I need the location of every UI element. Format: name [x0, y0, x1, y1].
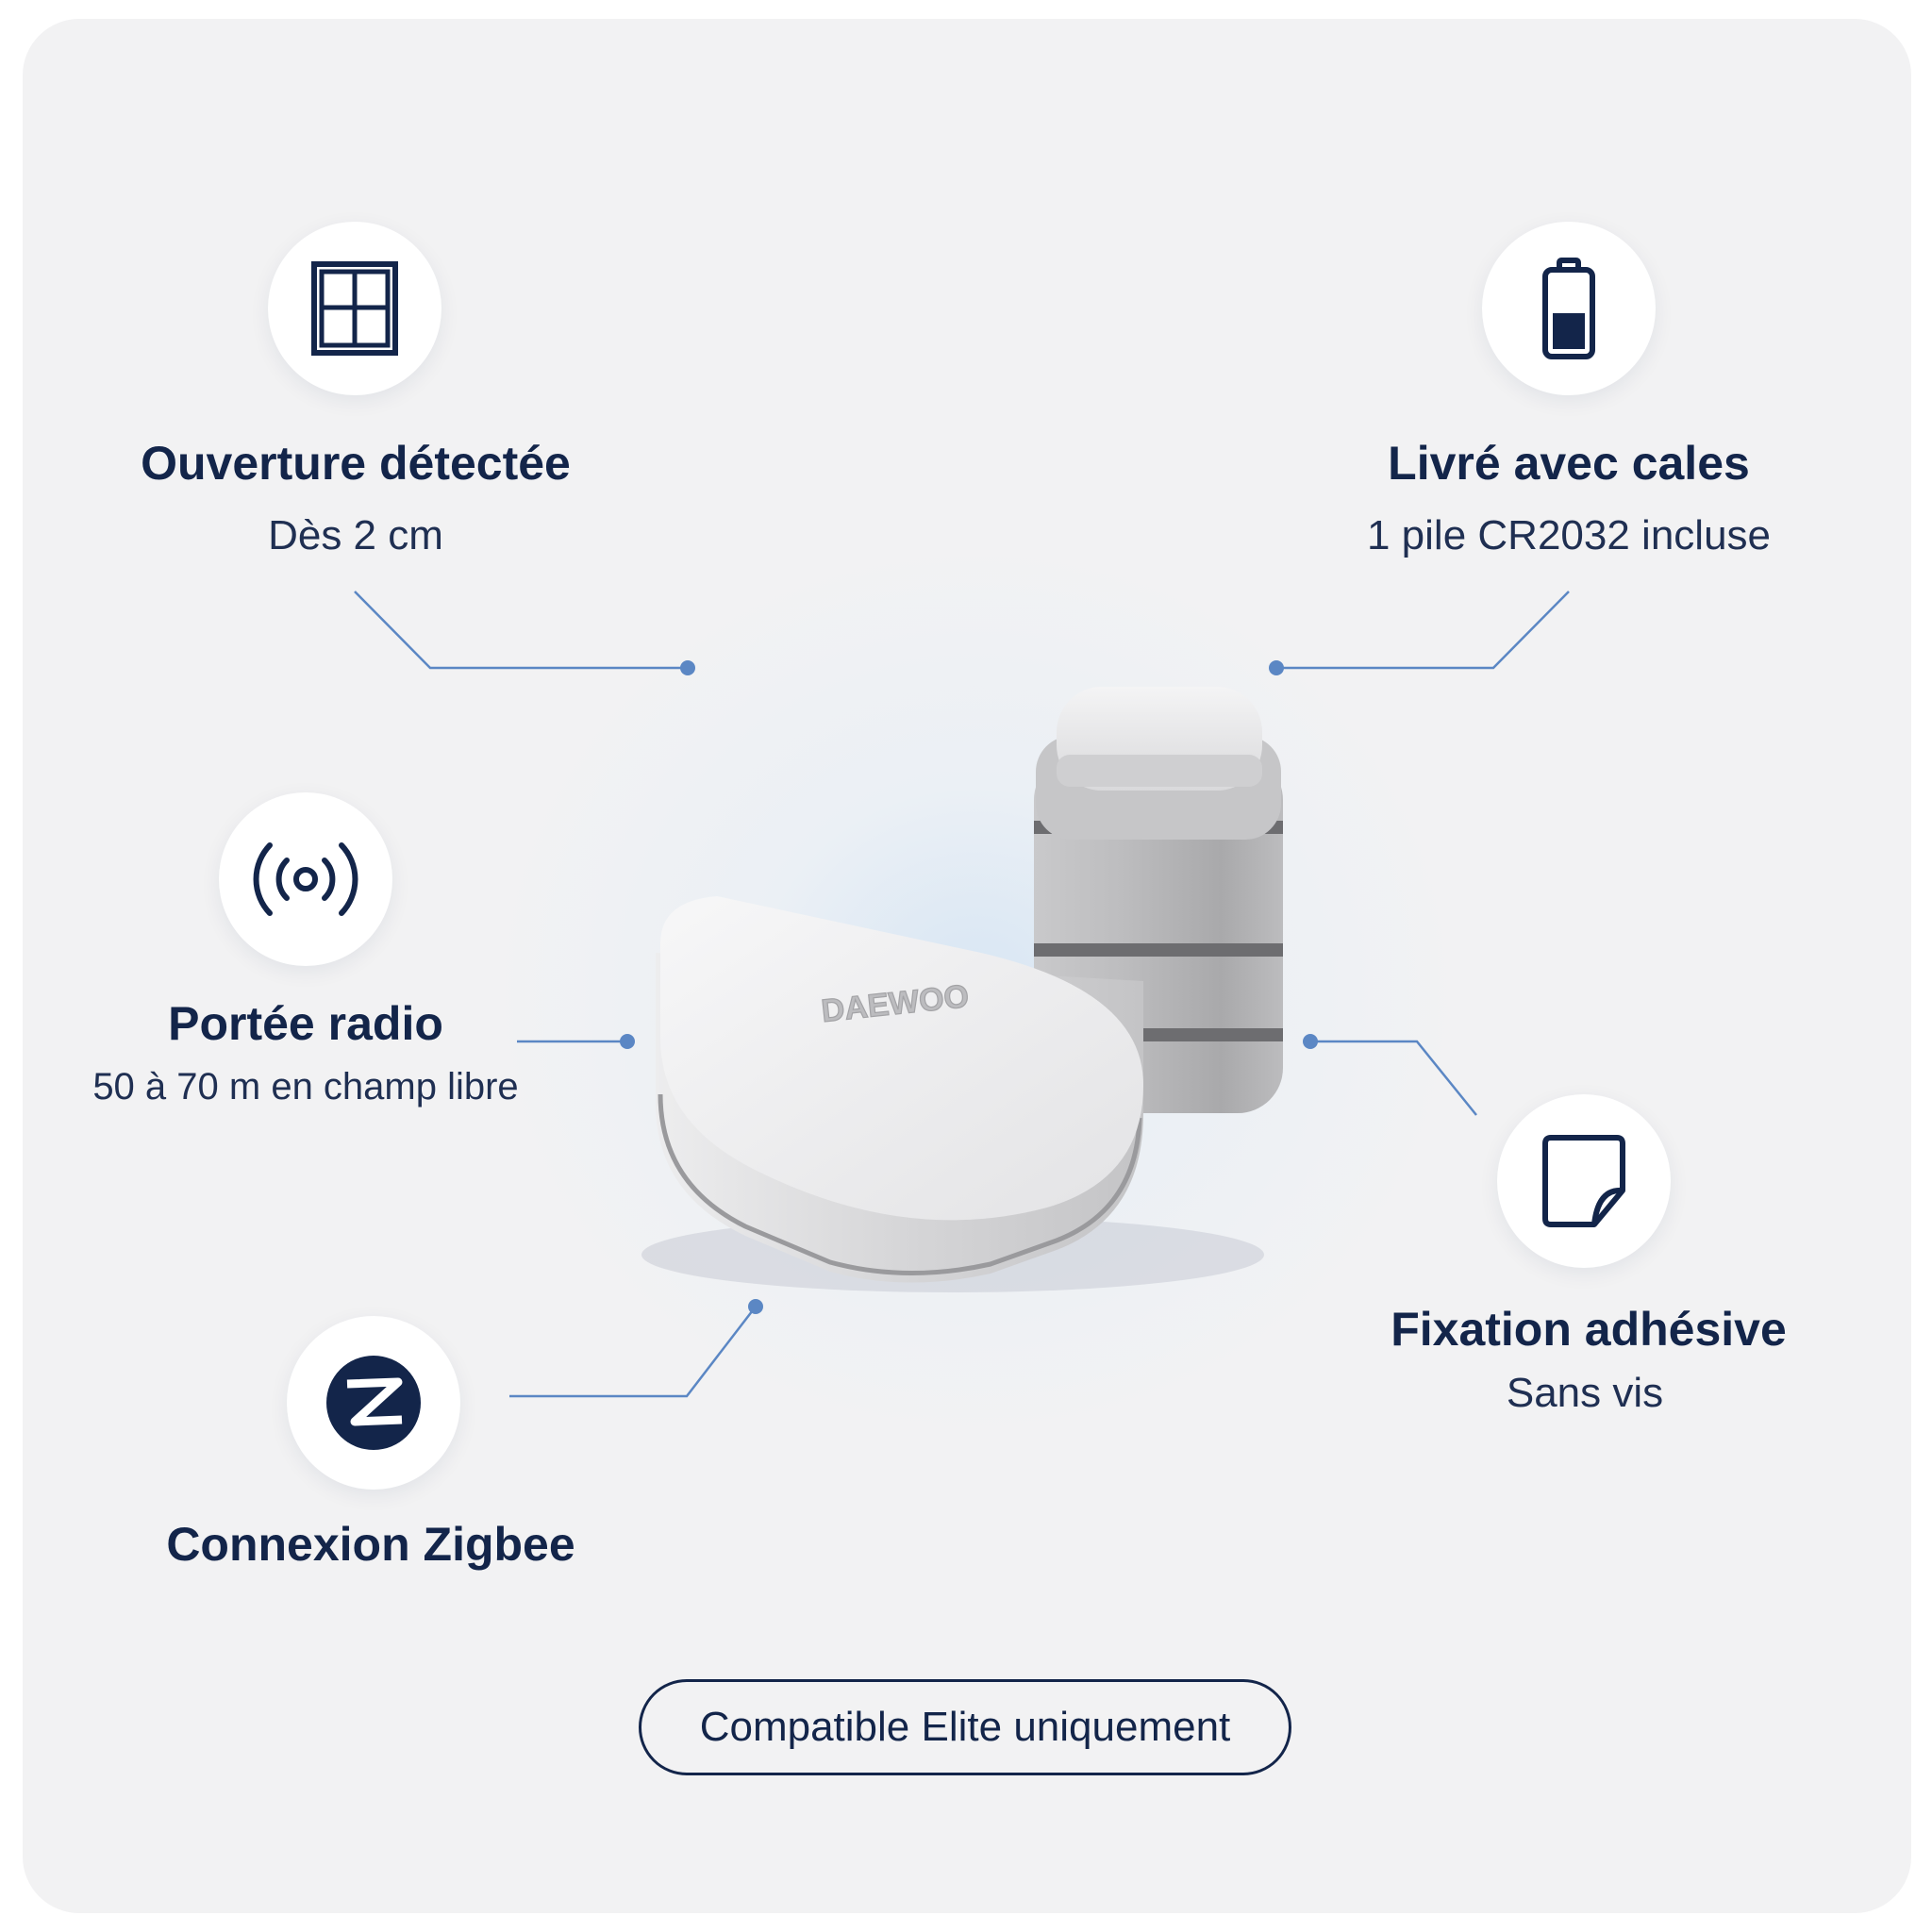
connector-zigbee	[509, 1306, 757, 1398]
feature-portee-title: Portée radio	[168, 997, 443, 1050]
compatibility-badge: Compatible Elite uniquement	[639, 1679, 1291, 1775]
connector-dot-fixation	[1303, 1034, 1318, 1049]
radio-signal-icon	[253, 842, 358, 916]
window-icon	[311, 261, 398, 356]
connector-livraison	[1276, 591, 1570, 670]
feature-portee-icon-badge	[219, 792, 392, 966]
connector-dot-portee	[620, 1034, 635, 1049]
sensor-unit: DAEWOO	[656, 896, 1143, 1283]
feature-ouverture-icon-badge	[268, 222, 441, 395]
compatibility-label: Compatible Elite uniquement	[699, 1704, 1231, 1750]
feature-fixation-icon-badge	[1497, 1094, 1671, 1268]
adhesive-sticker-icon	[1542, 1135, 1625, 1227]
feature-ouverture-subtitle: Dès 2 cm	[268, 512, 443, 558]
feature-livraison-icon-badge	[1482, 222, 1656, 395]
feature-portee-subtitle: 50 à 70 m en champ libre	[92, 1066, 519, 1108]
feature-livraison-subtitle: 1 pile CR2032 incluse	[1366, 512, 1772, 558]
connector-dot-ouverture	[680, 660, 695, 675]
connector-dot-zigbee	[748, 1299, 763, 1314]
magnet-unit	[1034, 687, 1283, 1113]
battery-icon	[1542, 258, 1595, 359]
feature-livraison-title: Livré avec cales	[1388, 437, 1750, 490]
feature-fixation-title: Fixation adhésive	[1391, 1303, 1787, 1356]
feature-zigbee-icon-badge	[287, 1316, 460, 1490]
feature-fixation-subtitle: Sans vis	[1506, 1370, 1664, 1416]
feature-zigbee-title: Connexion Zigbee	[166, 1518, 575, 1571]
feature-ouverture-title: Ouverture détectée	[141, 437, 571, 490]
zigbee-logo-icon	[326, 1356, 421, 1450]
connector-dot-livraison	[1269, 660, 1284, 675]
connector-fixation	[1310, 1040, 1477, 1116]
connector-ouverture	[354, 591, 687, 670]
